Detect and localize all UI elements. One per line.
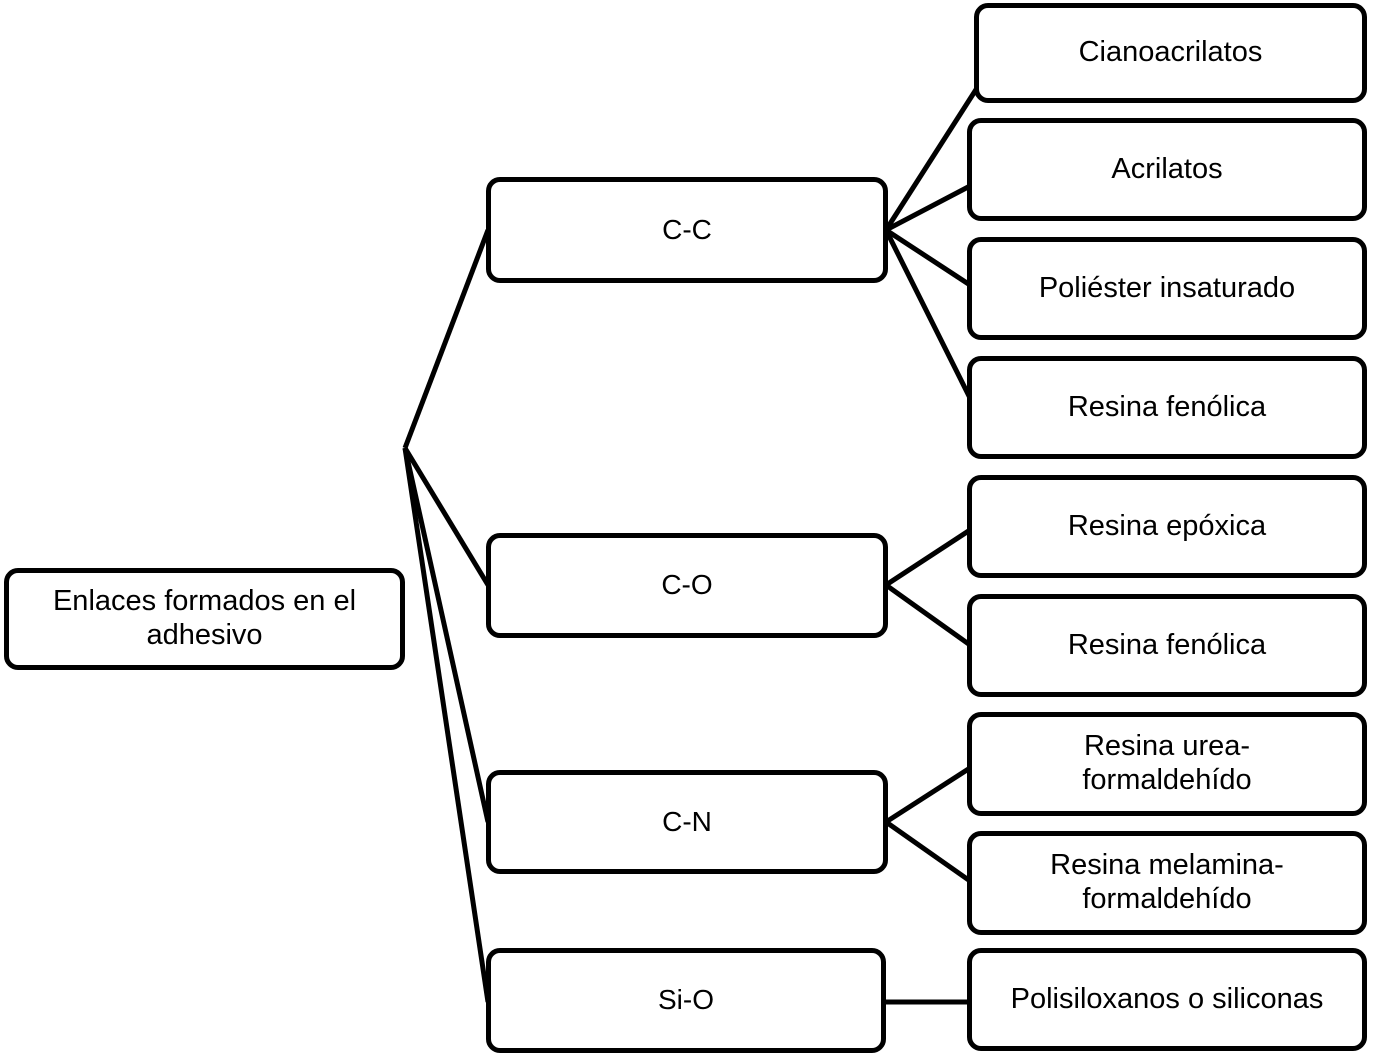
node-leaf-acrilatos-label: Acrilatos — [1111, 152, 1223, 185]
node-leaf-resina-fenolica-co-label: Resina fenólica — [1067, 628, 1267, 661]
edge-c-c-to-acrilatos — [884, 183, 972, 233]
edge-c-c-to-cianoacrilatos — [883, 86, 980, 232]
node-branch-c-n-label: C-N — [662, 805, 712, 837]
node-leaf-polisiloxanos-o-siliconas[interactable]: Polisiloxanos o siliconas — [967, 948, 1367, 1051]
edge-root-to-c-o — [402, 446, 491, 587]
node-leaf-resina-urea-formaldehido[interactable]: Resina urea- formaldehído — [967, 712, 1367, 816]
node-root-enlaces-formados-en-el-adhesivo[interactable]: Enlaces formados en el adhesivo — [4, 568, 405, 670]
node-leaf-cianoacrilatos[interactable]: Cianoacrilatos — [974, 3, 1367, 103]
node-branch-c-o[interactable]: C-O — [486, 533, 888, 638]
node-leaf-resina-urea-formaldehido-label: Resina urea- formaldehído — [1082, 730, 1252, 796]
edge-c-n-to-resina-urea-formaldehido — [884, 765, 972, 825]
node-leaf-acrilatos[interactable]: Acrilatos — [967, 118, 1367, 221]
node-branch-si-o-label: Si-O — [658, 984, 714, 1016]
edge-c-c-to-resina-fenolica-cc — [883, 228, 973, 400]
edge-c-o-to-resina-fenolica-co — [884, 582, 972, 648]
node-leaf-poliester-insaturado[interactable]: Poliéster insaturado — [967, 237, 1367, 340]
edge-root-to-si-o — [402, 447, 491, 1003]
node-leaf-resina-fenolica-co[interactable]: Resina fenólica — [967, 594, 1367, 697]
node-branch-c-o-label: C-O — [661, 569, 713, 601]
node-leaf-resina-epoxica[interactable]: Resina epóxica — [967, 475, 1367, 578]
node-leaf-cianoacrilatos-label: Cianoacrilatos — [1078, 36, 1263, 69]
edge-c-n-to-resina-melamina-formaldehido — [884, 819, 972, 884]
node-leaf-resina-epoxica-label: Resina epóxica — [1067, 509, 1267, 542]
node-leaf-resina-fenolica-cc[interactable]: Resina fenólica — [967, 356, 1367, 459]
edge-root-to-c-c — [402, 229, 491, 449]
node-leaf-resina-fenolica-cc-label: Resina fenólica — [1067, 390, 1267, 423]
node-root-label: Enlaces formados en el adhesivo — [52, 585, 357, 651]
edge-c-o-to-resina-epoxica — [884, 527, 972, 588]
edge-root-to-c-n — [402, 447, 491, 823]
node-branch-c-c-label: C-C — [662, 213, 712, 245]
node-branch-si-o[interactable]: Si-O — [486, 948, 886, 1053]
node-branch-c-c[interactable]: C-C — [486, 177, 888, 283]
node-leaf-polisiloxanos-o-siliconas-label: Polisiloxanos o siliconas — [1010, 982, 1324, 1015]
node-branch-c-n[interactable]: C-N — [486, 770, 888, 874]
node-leaf-poliester-insaturado-label: Poliéster insaturado — [1038, 271, 1296, 304]
node-leaf-resina-melamina-formaldehido[interactable]: Resina melamina- formaldehído — [967, 831, 1367, 935]
node-leaf-resina-melamina-formaldehido-label: Resina melamina- formaldehído — [1050, 849, 1284, 915]
edge-c-c-to-poliester-insaturado — [884, 227, 972, 288]
